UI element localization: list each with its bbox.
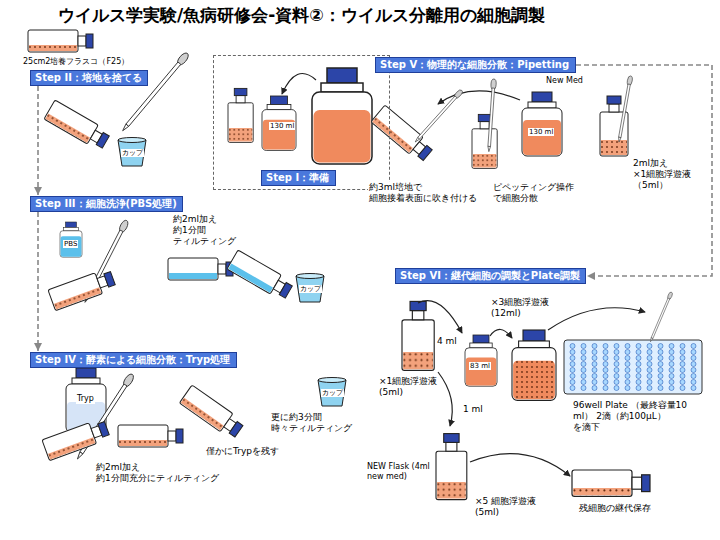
- step-title: Step IV：酵素による細胞分散：Tryp処理: [35, 354, 232, 366]
- waste-cup: [118, 138, 146, 167]
- waste-cup: [318, 378, 346, 407]
- annotation-text: 130 ml: [528, 128, 554, 136]
- annotation-text: 1 ml: [462, 404, 484, 415]
- new-flask: [228, 88, 253, 142]
- annotation-text: 83 ml: [469, 362, 491, 370]
- tilted-flask: [44, 100, 111, 152]
- annotation-text: カップ: [299, 285, 322, 293]
- step-label: Step III：細胞洗浄(PBS処理): [30, 196, 183, 212]
- annotation-text: PBS: [63, 240, 78, 248]
- pipette: [413, 89, 463, 144]
- annotation-text: 僅かにTrypを残す: [205, 446, 280, 457]
- flow-connector: [37, 86, 39, 195]
- tilting-flask: [118, 425, 183, 447]
- well-plate: [564, 340, 702, 394]
- volume-label: 130 ml: [269, 122, 295, 130]
- medium-bottle: [522, 92, 562, 156]
- pouring-flask: [179, 385, 245, 440]
- annotation-text: ×3細胞浮遊液 (12ml): [490, 297, 550, 319]
- annotation-text: ×5 細胞浮遊液 (5ml): [474, 496, 546, 518]
- annotation-text: ×1細胞浮遊液 (5ml): [378, 376, 438, 398]
- annotation-text: カップ: [121, 149, 144, 157]
- title-text: ウイルス学実験/魚病研修会-資料②：ウイルス分離用の細胞調製: [58, 5, 545, 26]
- stock-flask: [572, 470, 650, 496]
- annotation-text: カップ: [321, 389, 344, 397]
- step-label: Step II：培地を捨てる: [30, 70, 148, 86]
- step-label: Step V：物理的な細胞分散：Pipetting: [375, 57, 576, 73]
- step-title: Step II：培地を捨てる: [35, 72, 143, 84]
- annotation-text: 96well Plate （最終容量10 ml） 2滴（約100μL）を滴下: [572, 400, 692, 432]
- annotation-text: 更に約3分間 時々ティルティング: [270, 412, 353, 434]
- step-title: Step III：細胞洗浄(PBS処理): [35, 198, 178, 210]
- flow-connector: [576, 65, 712, 276]
- suspension-flask: [402, 301, 434, 370]
- flow-arrow: [418, 301, 462, 333]
- tilting-flask: [168, 258, 233, 280]
- step-label: Step VI：継代細胞の調製とPlate調製: [395, 268, 586, 284]
- flow-arrow: [490, 329, 512, 338]
- medium-bottle: [465, 335, 497, 386]
- tilted-flask: [371, 105, 435, 164]
- annotation-text: 2ml加え ×1細胞浮遊液 （5ml）: [632, 158, 692, 190]
- annotation-text: NEW Flask (4ml new med): [366, 462, 432, 481]
- f25-flask: [28, 30, 93, 52]
- tilted-flask: [42, 418, 111, 461]
- flow-arrow: [438, 372, 452, 426]
- step-title: Step VI：継代細胞の調製とPlate調製: [400, 270, 581, 282]
- annotation-text: 4 ml: [436, 336, 458, 347]
- annotation-text: 約3ml培地で 細胞接着表面に吹き付ける: [368, 182, 478, 204]
- annotation-text: 約2ml加え 約1分間 ティルティング: [172, 214, 237, 246]
- step-title: Step V：物理的な細胞分散：Pipetting: [380, 59, 571, 71]
- stock-bottle: [312, 68, 372, 164]
- suspension-bottle: [512, 330, 556, 400]
- annotation-text: 約2ml加え 約1分間充分にティルティング: [95, 462, 220, 484]
- pipette: [617, 76, 633, 143]
- pouring-flask: [227, 250, 294, 302]
- annotation-text: Tryp: [76, 394, 95, 404]
- step-title: Step I：準備: [266, 172, 331, 184]
- pipetting-flask: [472, 114, 497, 168]
- annotation-text: New Med: [545, 76, 584, 86]
- tilted-flask: [48, 268, 117, 311]
- flow-arrow: [470, 454, 570, 476]
- annotation-text: 25cm2培養フラスコ（F25）: [22, 57, 130, 67]
- new-flask: [436, 434, 467, 500]
- plate-wells: [567, 343, 699, 391]
- suspension-flask: [600, 96, 628, 156]
- step-label: Step IV：酵素による細胞分散：Tryp処理: [30, 352, 237, 368]
- flow-connector: [37, 212, 39, 351]
- waste-cup: [296, 274, 324, 303]
- step-panel: 130 ml Step I：準備: [213, 55, 390, 190]
- flow-arrow: [282, 74, 316, 94]
- pbs-bottle: [60, 222, 82, 257]
- bottle-cells: [514, 361, 554, 398]
- annotation-text: 残細胞の継代保存: [578, 503, 652, 514]
- annotation-text: ピペッティング操作 で細胞分散: [492, 182, 575, 204]
- flow-arrow: [548, 308, 645, 330]
- step-label: Step I：準備: [261, 170, 336, 186]
- pipette: [649, 291, 674, 342]
- pipette: [486, 79, 496, 152]
- pipette: [120, 51, 190, 133]
- medium-bottle: [262, 96, 296, 150]
